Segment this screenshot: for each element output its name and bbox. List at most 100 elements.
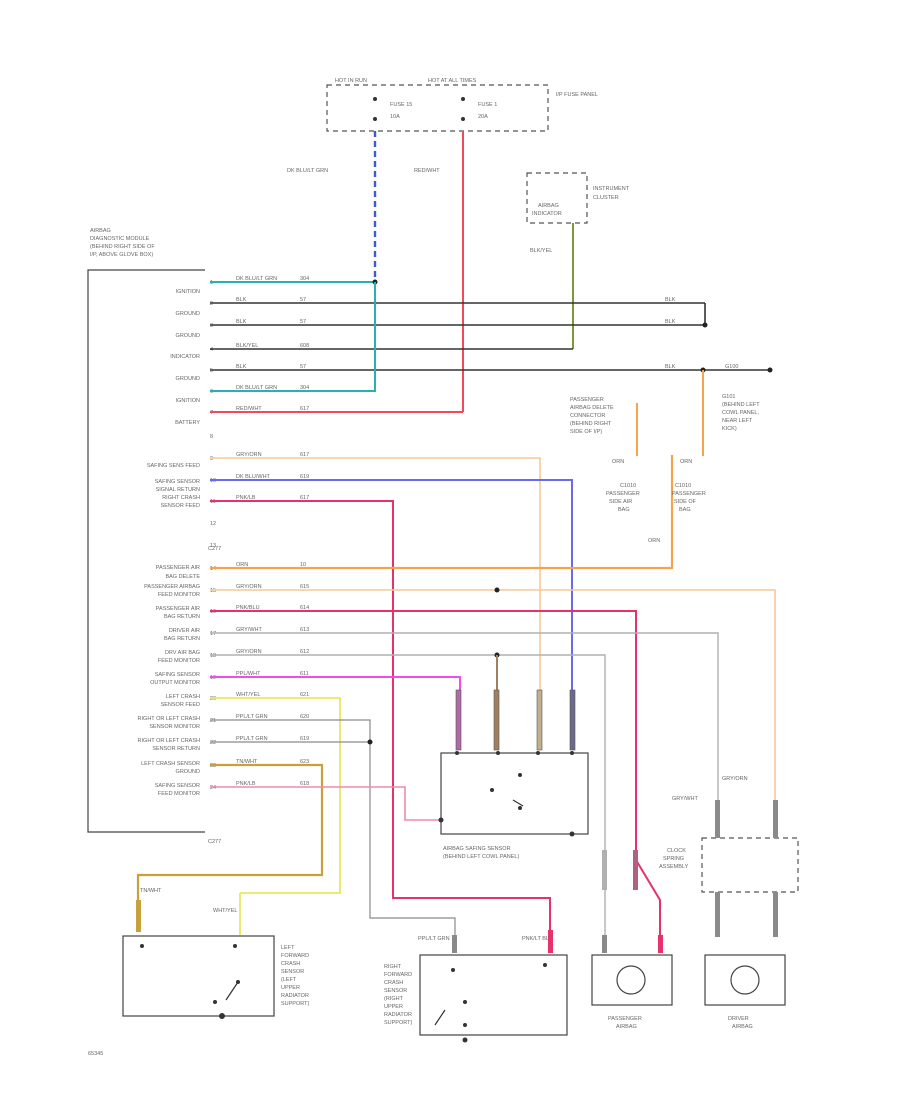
pin-description: LEFT CRASH <box>166 694 200 700</box>
pin-number: 13 <box>210 543 216 549</box>
circuit-number: 623 <box>300 759 309 765</box>
wire-pin9 <box>210 457 541 690</box>
left-sensor-wire-top: TN/WHT <box>140 888 162 894</box>
right-sensor-contact <box>463 1023 467 1027</box>
fuse-panel: HOT IN RUN HOT AT ALL TIMES FUSE 15 10A … <box>326 78 598 132</box>
delete-label-line: PASSENGER <box>570 397 604 403</box>
safing-switch <box>512 799 524 807</box>
splice-label-line: C1010 <box>675 483 691 489</box>
left-sensor-wire-right: WHT/YEL <box>213 908 237 914</box>
splice-label-line: BAG <box>618 507 630 513</box>
splice-dot <box>494 587 500 593</box>
wire-pin10 <box>210 479 573 690</box>
safing-terminal <box>570 751 574 755</box>
right-sensor-line: FORWARD <box>384 972 412 978</box>
pin-description: OUTPUT MONITOR <box>150 680 200 686</box>
clock-label1: CLOCK <box>667 848 686 854</box>
fuse-b-terminal <box>461 97 465 101</box>
pin-number: 17 <box>210 631 216 637</box>
delete-label-line: (BEHIND RIGHT <box>570 421 612 427</box>
instrument-cluster: AIRBAG INDICATOR INSTRUMENT CLUSTER BLK/… <box>526 172 630 254</box>
safing-label1: AIRBAG SAFING SENSOR <box>443 846 511 852</box>
clock-wire1: GRY/WHT <box>672 796 699 802</box>
right-sensor-contact <box>451 968 455 972</box>
left-sensor-line: RADIATOR <box>281 993 309 999</box>
ground-wire-label: BLK <box>665 319 676 325</box>
ground-wire-label: BLK <box>665 364 676 370</box>
safing-terminal <box>496 751 500 755</box>
pin-description: PASSENGER AIR <box>156 606 200 612</box>
right-sensor-line: SENSOR <box>384 988 407 994</box>
pin-description: SENSOR MONITOR <box>149 724 200 730</box>
pin-description: DRV AIR BAG <box>165 650 200 656</box>
wire-pin21 <box>210 719 456 935</box>
right-sensor-line: RADIATOR <box>384 1012 412 1018</box>
ground-location-line: NEAR LEFT <box>722 418 753 424</box>
pin-description: SAFING SENS FEED <box>147 463 200 469</box>
right-sensor-switch <box>434 1009 446 1026</box>
fuse-panel-label-hot-in-run: HOT IN RUN <box>335 78 367 84</box>
wire-pin14 <box>210 455 674 570</box>
wire-color-label: GRY/ORN <box>236 584 262 590</box>
connector-label-c277: C277 <box>208 546 221 552</box>
battery-wire-label: RED/WHT <box>414 168 440 174</box>
wire-pin16 <box>210 610 661 935</box>
wire-color-label: PNK/BLU <box>236 605 260 611</box>
safing-label2: (BEHIND LEFT COWL PANEL) <box>443 854 519 860</box>
wire-color-label: BLK <box>236 297 247 303</box>
pin-description: SAFING SENSOR <box>155 783 200 789</box>
pin-description: GROUND <box>176 311 200 317</box>
right-sensor-contact <box>463 1000 467 1004</box>
splice-dot <box>702 322 708 328</box>
clock-label2: SPRING <box>663 856 684 862</box>
circuit-number: 304 <box>300 385 309 391</box>
left-sensor-line: LEFT <box>281 945 295 951</box>
driver-airbag-label2: AIRBAG <box>732 1024 753 1030</box>
ground-wire-label: BLK <box>665 297 676 303</box>
pin-number: 24 <box>210 785 216 791</box>
clock-label3: ASSEMBLY <box>659 864 689 870</box>
circuit-number: 611 <box>300 671 309 677</box>
delete-label-line: CONNECTOR <box>570 413 605 419</box>
pin-description: SIGNAL RETURN <box>156 487 200 493</box>
pin-number: 15 <box>210 588 216 594</box>
left-sensor-ground <box>219 1013 225 1019</box>
driver-airbag-label1: DRIVER <box>728 1016 749 1022</box>
wire-pin11 <box>210 500 551 930</box>
pin-number: 4 <box>210 347 213 353</box>
pin-description: IGNITION <box>176 398 200 404</box>
delete-label-line: AIRBAG DELETE <box>570 405 614 411</box>
left-sensor-contact <box>140 944 144 948</box>
fuse-b-terminal <box>461 117 465 121</box>
wire-pin6 <box>210 282 376 392</box>
wire-color-label: WHT/YEL <box>236 692 260 698</box>
wire-color-label: RED/WHT <box>236 406 262 412</box>
fuse-a-amp: 10A <box>390 114 400 120</box>
ground-location-line: G101 <box>722 394 735 400</box>
wire-color-label: GRY/ORN <box>236 452 262 458</box>
wire-color-label: PNK/LB <box>236 781 256 787</box>
wire-color-label: BLK <box>236 364 247 370</box>
module-title3: (BEHIND RIGHT SIDE OF <box>90 244 155 250</box>
wire-color-label: BLK/YEL <box>236 343 258 349</box>
left-sensor-switch <box>225 981 239 1001</box>
fuse-a-terminal <box>373 97 377 101</box>
wire-color-label: PPL/LT GRN <box>236 736 268 742</box>
circuit-number: 10 <box>300 562 306 568</box>
airbag-diagnostic-module: AIRBAG DIAGNOSTIC MODULE (BEHIND RIGHT S… <box>87 228 205 833</box>
pin-description: GROUND <box>176 769 200 775</box>
circuit-number: 619 <box>300 474 309 480</box>
orange-wire-label: ORN <box>680 459 692 465</box>
wire-color-label: BLK <box>236 319 247 325</box>
right-sensor-line: SUPPORT) <box>384 1020 412 1026</box>
wire-color-label: TN/WHT <box>236 759 258 765</box>
right-sensor-line: CRASH <box>384 980 403 986</box>
safing-terminal <box>438 817 444 823</box>
circuit-number: 57 <box>300 297 306 303</box>
pin-description: SAFING SENSOR <box>155 672 200 678</box>
circuit-number: 617 <box>300 406 309 412</box>
pin-number: 9 <box>210 456 213 462</box>
ground-location-line: COWL PANEL, <box>722 410 759 416</box>
